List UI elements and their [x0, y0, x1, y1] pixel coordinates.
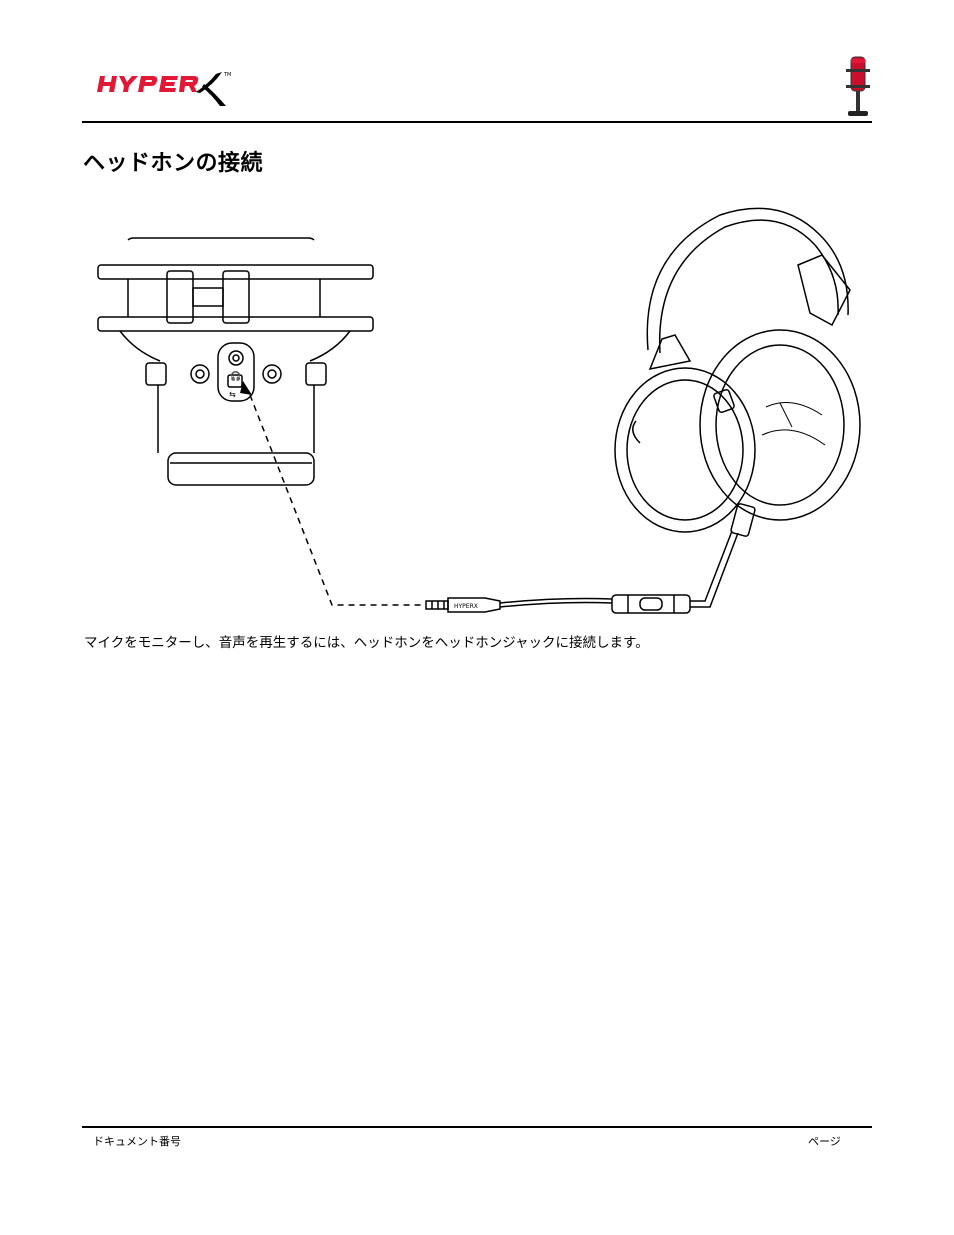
- footer-document-number: ドキュメント番号: [93, 1135, 181, 1148]
- hyperx-logo: TM: [97, 72, 231, 106]
- header-rule: [82, 121, 872, 123]
- svg-text:HYPERX: HYPERX: [454, 603, 478, 610]
- instruction-text: マイクをモニターし、音声を再生するには、ヘッドホンをヘッドホンジャックに接続しま…: [84, 635, 649, 651]
- headphone-connection-diagram: 🎧 ⇆ HYPERX: [97, 207, 861, 614]
- headphone-port-icon: 🎧: [230, 370, 241, 382]
- svg-text:TM: TM: [223, 72, 231, 78]
- dashed-cable: [249, 394, 425, 606]
- microphone-illustration: [97, 237, 374, 486]
- microphone-icon: [846, 56, 870, 116]
- audio-plug: HYPERX: [425, 597, 501, 613]
- footer-page-label: ページ: [808, 1135, 841, 1148]
- footer-rule: [82, 1126, 872, 1128]
- arrow-indicator: [240, 381, 252, 395]
- page-title: ヘッドホンの接続: [83, 151, 264, 176]
- cable-connector: [611, 594, 691, 614]
- usb-icon: ⇆: [229, 390, 236, 399]
- headphones-illustration: [614, 207, 861, 537]
